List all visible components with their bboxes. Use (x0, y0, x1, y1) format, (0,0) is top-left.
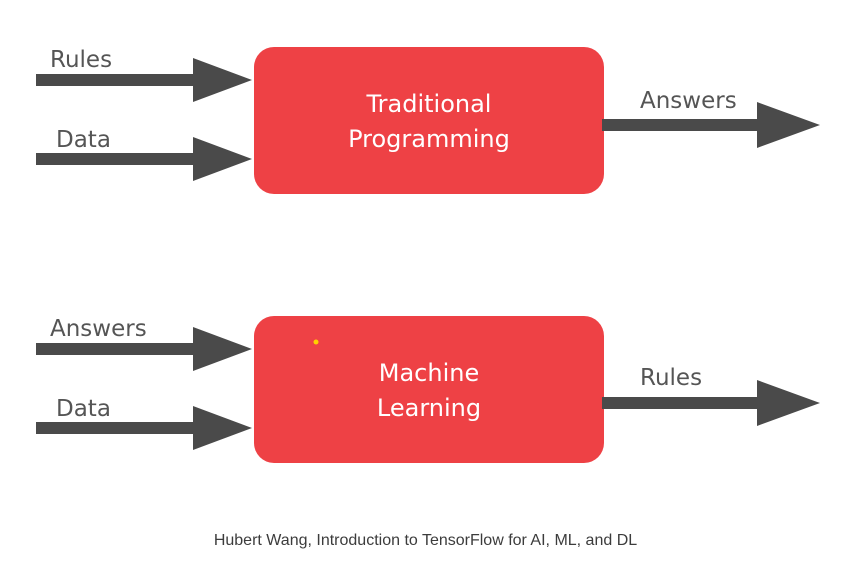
input-label-answers: Answers (50, 316, 147, 342)
output-arrow-answers (602, 102, 820, 148)
input-arrow-data (36, 137, 252, 181)
programming-paradigms-diagram: Rules Data Traditional Programming Answe… (36, 47, 820, 463)
machine-learning-diagram: Answers Data Machine Learning Rules (36, 316, 820, 463)
input-label-data: Data (56, 396, 111, 422)
machine-learning-box (254, 316, 604, 463)
machine-learning-label-line2: Learning (377, 394, 481, 422)
output-label-answers: Answers (640, 88, 737, 114)
cursor-dot (313, 339, 319, 345)
output-arrow-rules (602, 380, 820, 426)
input-label-data: Data (56, 127, 111, 153)
figure-caption: Hubert Wang, Introduction to TensorFlow … (213, 532, 638, 549)
input-arrow-rules (36, 58, 252, 102)
input-arrow-answers (36, 327, 252, 371)
input-label-rules: Rules (50, 47, 112, 73)
traditional-programming-label-line1: Traditional (366, 90, 492, 118)
traditional-programming-diagram: Rules Data Traditional Programming Answe… (36, 47, 820, 194)
input-arrow-data (36, 406, 252, 450)
traditional-programming-label-line2: Programming (348, 125, 510, 153)
output-label-rules: Rules (640, 365, 702, 391)
machine-learning-label-line1: Machine (379, 359, 479, 387)
traditional-programming-box (254, 47, 604, 194)
